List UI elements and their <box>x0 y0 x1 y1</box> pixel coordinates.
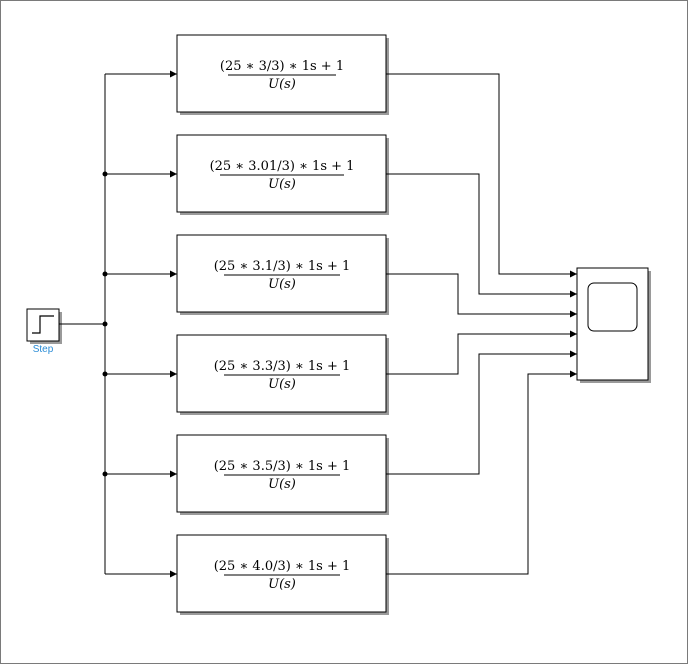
transfer-fcn-denominator: U(s) <box>268 377 296 392</box>
transfer-fcn-block-5[interactable]: (25 ∗ 3.5/3) ∗ 1s + 1 U(s) <box>176 434 389 515</box>
transfer-fcn-body[interactable] <box>176 134 387 213</box>
transfer-fcn-denominator: U(s) <box>268 77 296 92</box>
output-wire <box>386 370 577 575</box>
transfer-fcn-body[interactable] <box>176 234 387 313</box>
input-wires <box>105 70 177 578</box>
transfer-fcn-block-3[interactable]: (25 ∗ 3.1/3) ∗ 1s + 1 U(s) <box>176 234 389 315</box>
step-signal-icon <box>32 315 54 334</box>
transfer-fcn-denominator: U(s) <box>268 477 296 492</box>
step-output-wires <box>59 74 106 574</box>
output-wires <box>386 73 577 575</box>
transfer-fcn-block-2[interactable]: (25 ∗ 3.01/3) ∗ 1s + 1 U(s) <box>176 134 389 215</box>
transfer-fcn-numerator: (25 ∗ 3.01/3) ∗ 1s + 1 <box>210 159 355 174</box>
scope-screen-icon <box>587 282 638 332</box>
transfer-fcn-numerator: (25 ∗ 3.5/3) ∗ 1s + 1 <box>214 459 351 474</box>
output-wire <box>386 273 577 318</box>
transfer-fcn-block-6[interactable]: (25 ∗ 4.0/3) ∗ 1s + 1 U(s) <box>176 534 389 615</box>
branch-point <box>102 321 108 327</box>
transfer-fcn-numerator: (25 ∗ 4.0/3) ∗ 1s + 1 <box>214 559 351 574</box>
transfer-fcn-denominator: U(s) <box>268 277 296 292</box>
output-wire <box>386 173 577 298</box>
transfer-fcn-block-4[interactable]: (25 ∗ 3.3/3) ∗ 1s + 1 U(s) <box>176 334 389 415</box>
scope-block[interactable] <box>576 267 651 383</box>
transfer-fcn-numerator: (25 ∗ 3.3/3) ∗ 1s + 1 <box>214 359 351 374</box>
step-label: Step <box>33 344 54 355</box>
step-block[interactable]: Step <box>26 308 62 355</box>
output-wire <box>386 73 577 278</box>
transfer-fcn-body[interactable] <box>176 334 387 413</box>
transfer-fcn-body[interactable] <box>176 534 387 613</box>
step-block-body[interactable] <box>26 308 60 342</box>
transfer-fcn-denominator: U(s) <box>268 577 296 592</box>
transfer-fcn-numerator: (25 ∗ 3/3) ∗ 1s + 1 <box>220 59 344 74</box>
transfer-fcn-body[interactable] <box>176 34 387 113</box>
output-wire <box>386 350 577 475</box>
transfer-fcn-denominator: U(s) <box>268 177 296 192</box>
transfer-fcn-numerator: (25 ∗ 3.1/3) ∗ 1s + 1 <box>214 259 351 274</box>
output-wire <box>386 330 577 375</box>
transfer-fcn-block-1[interactable]: (25 ∗ 3/3) ∗ 1s + 1 U(s) <box>176 34 389 115</box>
